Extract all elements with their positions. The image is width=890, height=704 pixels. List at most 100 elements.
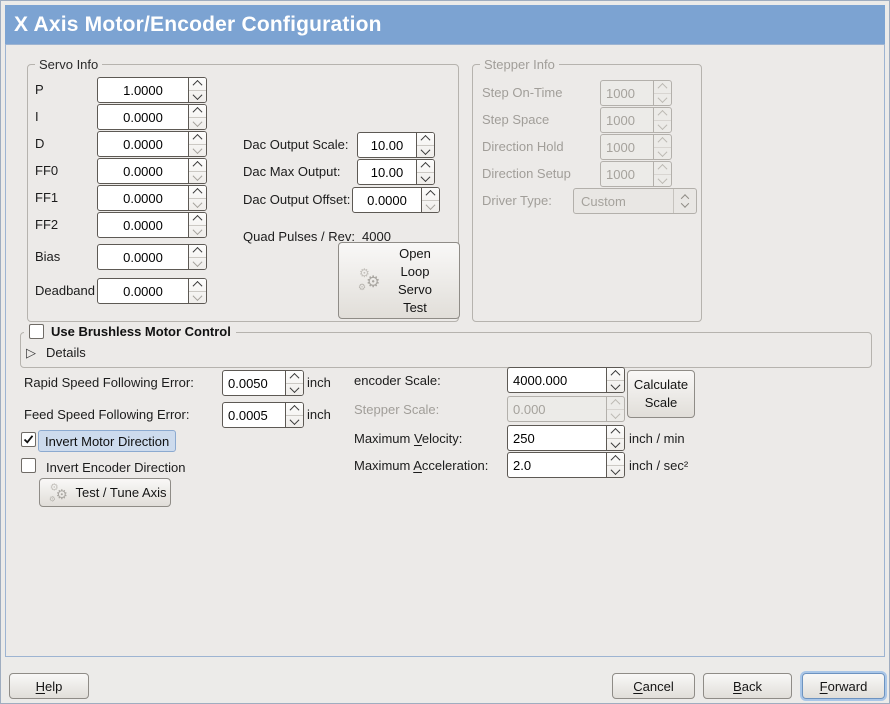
chevron-down-icon (610, 408, 621, 419)
maximum-acceleration-value[interactable]: 2.0 (513, 457, 532, 473)
spin-up-button[interactable] (422, 188, 439, 201)
p-label: P (35, 82, 44, 97)
spin-down-button[interactable] (189, 224, 206, 238)
chevron-down-icon (610, 379, 621, 390)
maximum-velocity-value[interactable]: 250 (513, 430, 535, 446)
spin-down-button[interactable] (607, 437, 624, 451)
test-tune-axis-button[interactable]: ⚙⚙⚙ Test / Tune Axis (39, 478, 171, 507)
dac-output-scale-spinbox[interactable]: 10.00 (357, 132, 435, 158)
spin-down-button[interactable] (189, 197, 206, 211)
feed-following-error-value[interactable]: 0.0005 (228, 407, 268, 423)
chevron-down-icon (289, 414, 300, 425)
bias-spinbox[interactable]: 0.0000 (97, 244, 207, 270)
p-spinbox[interactable]: 1.0000 (97, 77, 207, 103)
d-spinbox[interactable]: 0.0000 (97, 131, 207, 157)
p-value[interactable]: 1.0000 (123, 82, 163, 98)
spin-up-button[interactable] (189, 245, 206, 258)
i-spinbox[interactable]: 0.0000 (97, 104, 207, 130)
d-value[interactable]: 0.0000 (123, 136, 163, 152)
stepper-scale-spinbox: 0.000 (507, 396, 625, 422)
spin-up-button[interactable] (607, 426, 624, 439)
encoder-scale-label: encoder Scale: (354, 373, 441, 388)
ff0-value[interactable]: 0.0000 (123, 163, 163, 179)
spin-up-button[interactable] (417, 160, 434, 173)
ff2-spinbox[interactable]: 0.0000 (97, 212, 207, 238)
use-brushless-checkbox[interactable] (29, 324, 44, 339)
calculate-scale-button[interactable]: Calculate Scale (627, 370, 695, 418)
dac-max-output-value[interactable]: 10.00 (370, 164, 404, 180)
spin-up-button[interactable] (607, 453, 624, 466)
spin-down-button[interactable] (286, 414, 303, 428)
spin-up-button[interactable] (189, 105, 206, 118)
maximum-velocity-spinbox[interactable]: 250 (507, 425, 625, 451)
open-loop-servo-test-button[interactable]: ⚙⚙⚙ Open Loop Servo Test (338, 242, 460, 319)
deadband-spinbox[interactable]: 0.0000 (97, 278, 207, 304)
content-panel: Servo Info P I D FF0 FF1 FF2 Bias Deadba… (5, 44, 885, 657)
encoder-scale-spinbox[interactable]: 4000.000 (507, 367, 625, 393)
spin-down-button[interactable] (422, 199, 439, 213)
deadband-value[interactable]: 0.0000 (123, 283, 163, 299)
maximum-acceleration-spinbox[interactable]: 2.0 (507, 452, 625, 478)
dac-output-offset-spinbox[interactable]: 0.0000 (352, 187, 440, 213)
spin-up-button[interactable] (189, 279, 206, 292)
use-brushless-label[interactable]: Use Brushless Motor Control (51, 324, 231, 339)
maximum-velocity-unit: inch / min (629, 431, 685, 446)
chevron-down-icon (192, 170, 203, 181)
spin-down-button[interactable] (189, 116, 206, 130)
spin-up-button[interactable] (189, 159, 206, 172)
spin-up-button[interactable] (286, 371, 303, 384)
chevron-down-icon (192, 197, 203, 208)
spin-up-button[interactable] (607, 368, 624, 381)
invert-motor-direction-label[interactable]: Invert Motor Direction (38, 430, 177, 452)
spin-down-button[interactable] (189, 290, 206, 304)
spin-down-button[interactable] (286, 382, 303, 396)
spin-up-button[interactable] (417, 133, 434, 146)
dac-output-scale-value[interactable]: 10.00 (370, 137, 404, 153)
spin-down-button[interactable] (189, 256, 206, 270)
ff1-value[interactable]: 0.0000 (123, 190, 163, 206)
invert-encoder-direction-label[interactable]: Invert Encoder Direction (46, 460, 186, 475)
direction-setup-spinbox: 1000 (600, 161, 672, 187)
spin-up-button[interactable] (189, 213, 206, 226)
spin-down-button[interactable] (189, 89, 206, 103)
spin-down-button[interactable] (417, 171, 434, 185)
bias-value[interactable]: 0.0000 (123, 249, 163, 265)
feed-following-error-spinbox[interactable]: 0.0005 (222, 402, 304, 428)
chevron-up-icon (289, 405, 300, 416)
dac-max-output-spinbox[interactable]: 10.00 (357, 159, 435, 185)
chevron-up-icon (192, 80, 203, 91)
spin-up-button[interactable] (286, 403, 303, 416)
invert-motor-direction-checkbox[interactable] (21, 432, 36, 447)
spin-up-button[interactable] (189, 78, 206, 91)
spin-down-button[interactable] (417, 144, 434, 158)
spin-down-button[interactable] (189, 143, 206, 157)
spin-down-button[interactable] (189, 170, 206, 184)
invert-encoder-direction-checkbox[interactable] (21, 458, 36, 473)
encoder-scale-value[interactable]: 4000.000 (513, 372, 568, 388)
details-label[interactable]: Details (46, 345, 86, 360)
spin-up-button[interactable] (189, 132, 206, 145)
stepper-scale-value: 0.000 (513, 401, 546, 417)
driver-type-value: Custom (581, 193, 626, 209)
rapid-following-error-spinbox[interactable]: 0.0050 (222, 370, 304, 396)
ff0-spinbox[interactable]: 0.0000 (97, 158, 207, 184)
spin-down-button[interactable] (607, 379, 624, 393)
chevron-down-icon (420, 171, 431, 182)
i-value[interactable]: 0.0000 (123, 109, 163, 125)
spin-down-button[interactable] (607, 464, 624, 478)
ff1-spinbox[interactable]: 0.0000 (97, 185, 207, 211)
rapid-following-error-value[interactable]: 0.0050 (228, 375, 268, 391)
chevron-down-icon (192, 143, 203, 154)
chevron-down-icon (657, 173, 668, 184)
details-expander-icon[interactable]: ▷ (26, 345, 36, 360)
direction-hold-spinbox: 1000 (600, 134, 672, 160)
ff2-value[interactable]: 0.0000 (123, 217, 163, 233)
dac-output-offset-value[interactable]: 0.0000 (367, 192, 407, 208)
spin-up-button[interactable] (189, 186, 206, 199)
spin-up-button (654, 81, 671, 94)
stepper-info-frame (472, 64, 702, 322)
